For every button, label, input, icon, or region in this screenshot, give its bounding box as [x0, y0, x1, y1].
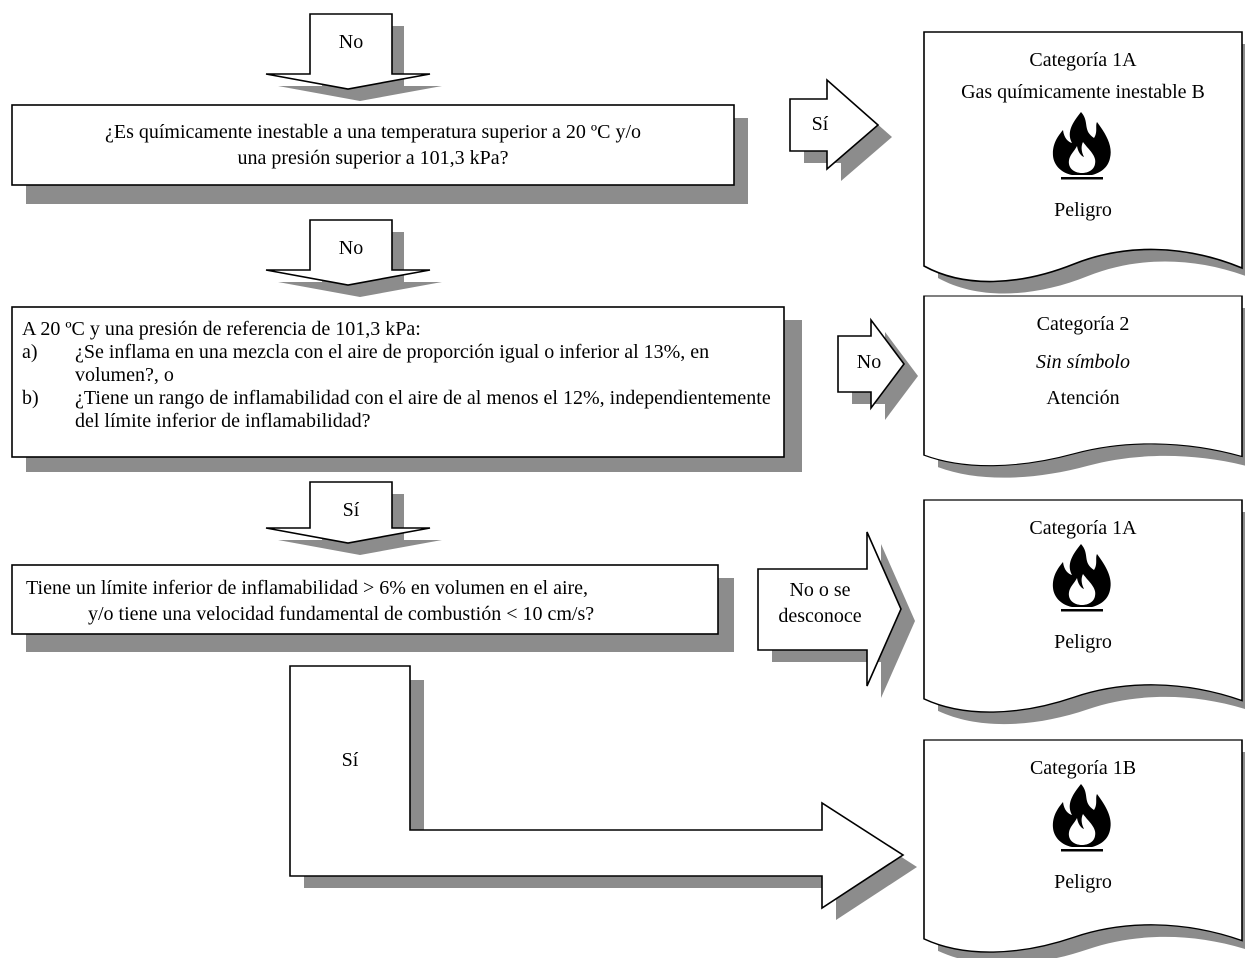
result-1-category: Categoría 1A: [1029, 49, 1137, 71]
arrow-right-no-desconoce-q3: [757, 531, 902, 687]
arrow-label-no-desconoce-line1: No o se: [789, 579, 851, 601]
question-2-text: A 20 ºC y una presión de referencia de 1…: [22, 318, 782, 433]
arrow-label-no-q1: No: [338, 237, 364, 259]
arrow-label-si-q1: Sí: [811, 113, 829, 135]
arrow-si-q3-elbow: [289, 665, 905, 910]
result-3-category: Categoría 1A: [1029, 517, 1137, 539]
arrow-down-no-q1: [265, 219, 431, 286]
question-2-option-a: ¿Se inflama en una mezcla con el aire de…: [75, 341, 710, 386]
question-2-intro: A 20 ºC y una presión de referencia de 1…: [22, 318, 421, 340]
arrow-label-no-desconoce-line2: desconoce: [778, 605, 862, 627]
arrow-right-no-q2: [837, 317, 905, 411]
result-3-signal-word: Peligro: [1054, 631, 1112, 653]
arrow-label-no-q2: No: [856, 351, 882, 373]
arrow-down-no-top: [265, 13, 431, 90]
question-3-box: [11, 564, 719, 635]
question-2-marker-b: b): [22, 387, 39, 409]
arrow-label-si-q3: Sí: [341, 749, 359, 771]
arrow-label-no-top: No: [338, 31, 364, 53]
question-3-line-2: y/o tiene una velocidad fundamental de c…: [88, 603, 595, 625]
question-2-option-b: ¿Tiene un rango de inflamabilidad con el…: [75, 387, 771, 432]
arrow-right-si-q1: [789, 78, 880, 171]
arrow-down-si-q2: [265, 481, 431, 544]
arrow-label-si-q2: Sí: [342, 499, 360, 521]
result-2-category: Categoría 2: [1036, 313, 1130, 335]
question-1-line-1: ¿Es químicamente inestable a una tempera…: [104, 121, 641, 143]
question-1-line-2: una presión superior a 101,3 kPa?: [237, 147, 509, 169]
result-4-category: Categoría 1B: [1029, 757, 1137, 779]
question-2-box: [11, 306, 785, 458]
result-2-signal-word: Atención: [1046, 387, 1120, 409]
question-1-box: [11, 104, 735, 186]
result-4-signal-word: Peligro: [1054, 871, 1112, 893]
question-3-line-1: Tiene un límite inferior de inflamabilid…: [26, 577, 589, 599]
result-1-signal-word: Peligro: [1054, 199, 1112, 221]
result-1-subtitle: Gas químicamente inestable B: [961, 81, 1205, 103]
question-2-marker-a: a): [22, 341, 38, 363]
result-2-no-symbol: Sin símbolo: [1036, 351, 1130, 373]
